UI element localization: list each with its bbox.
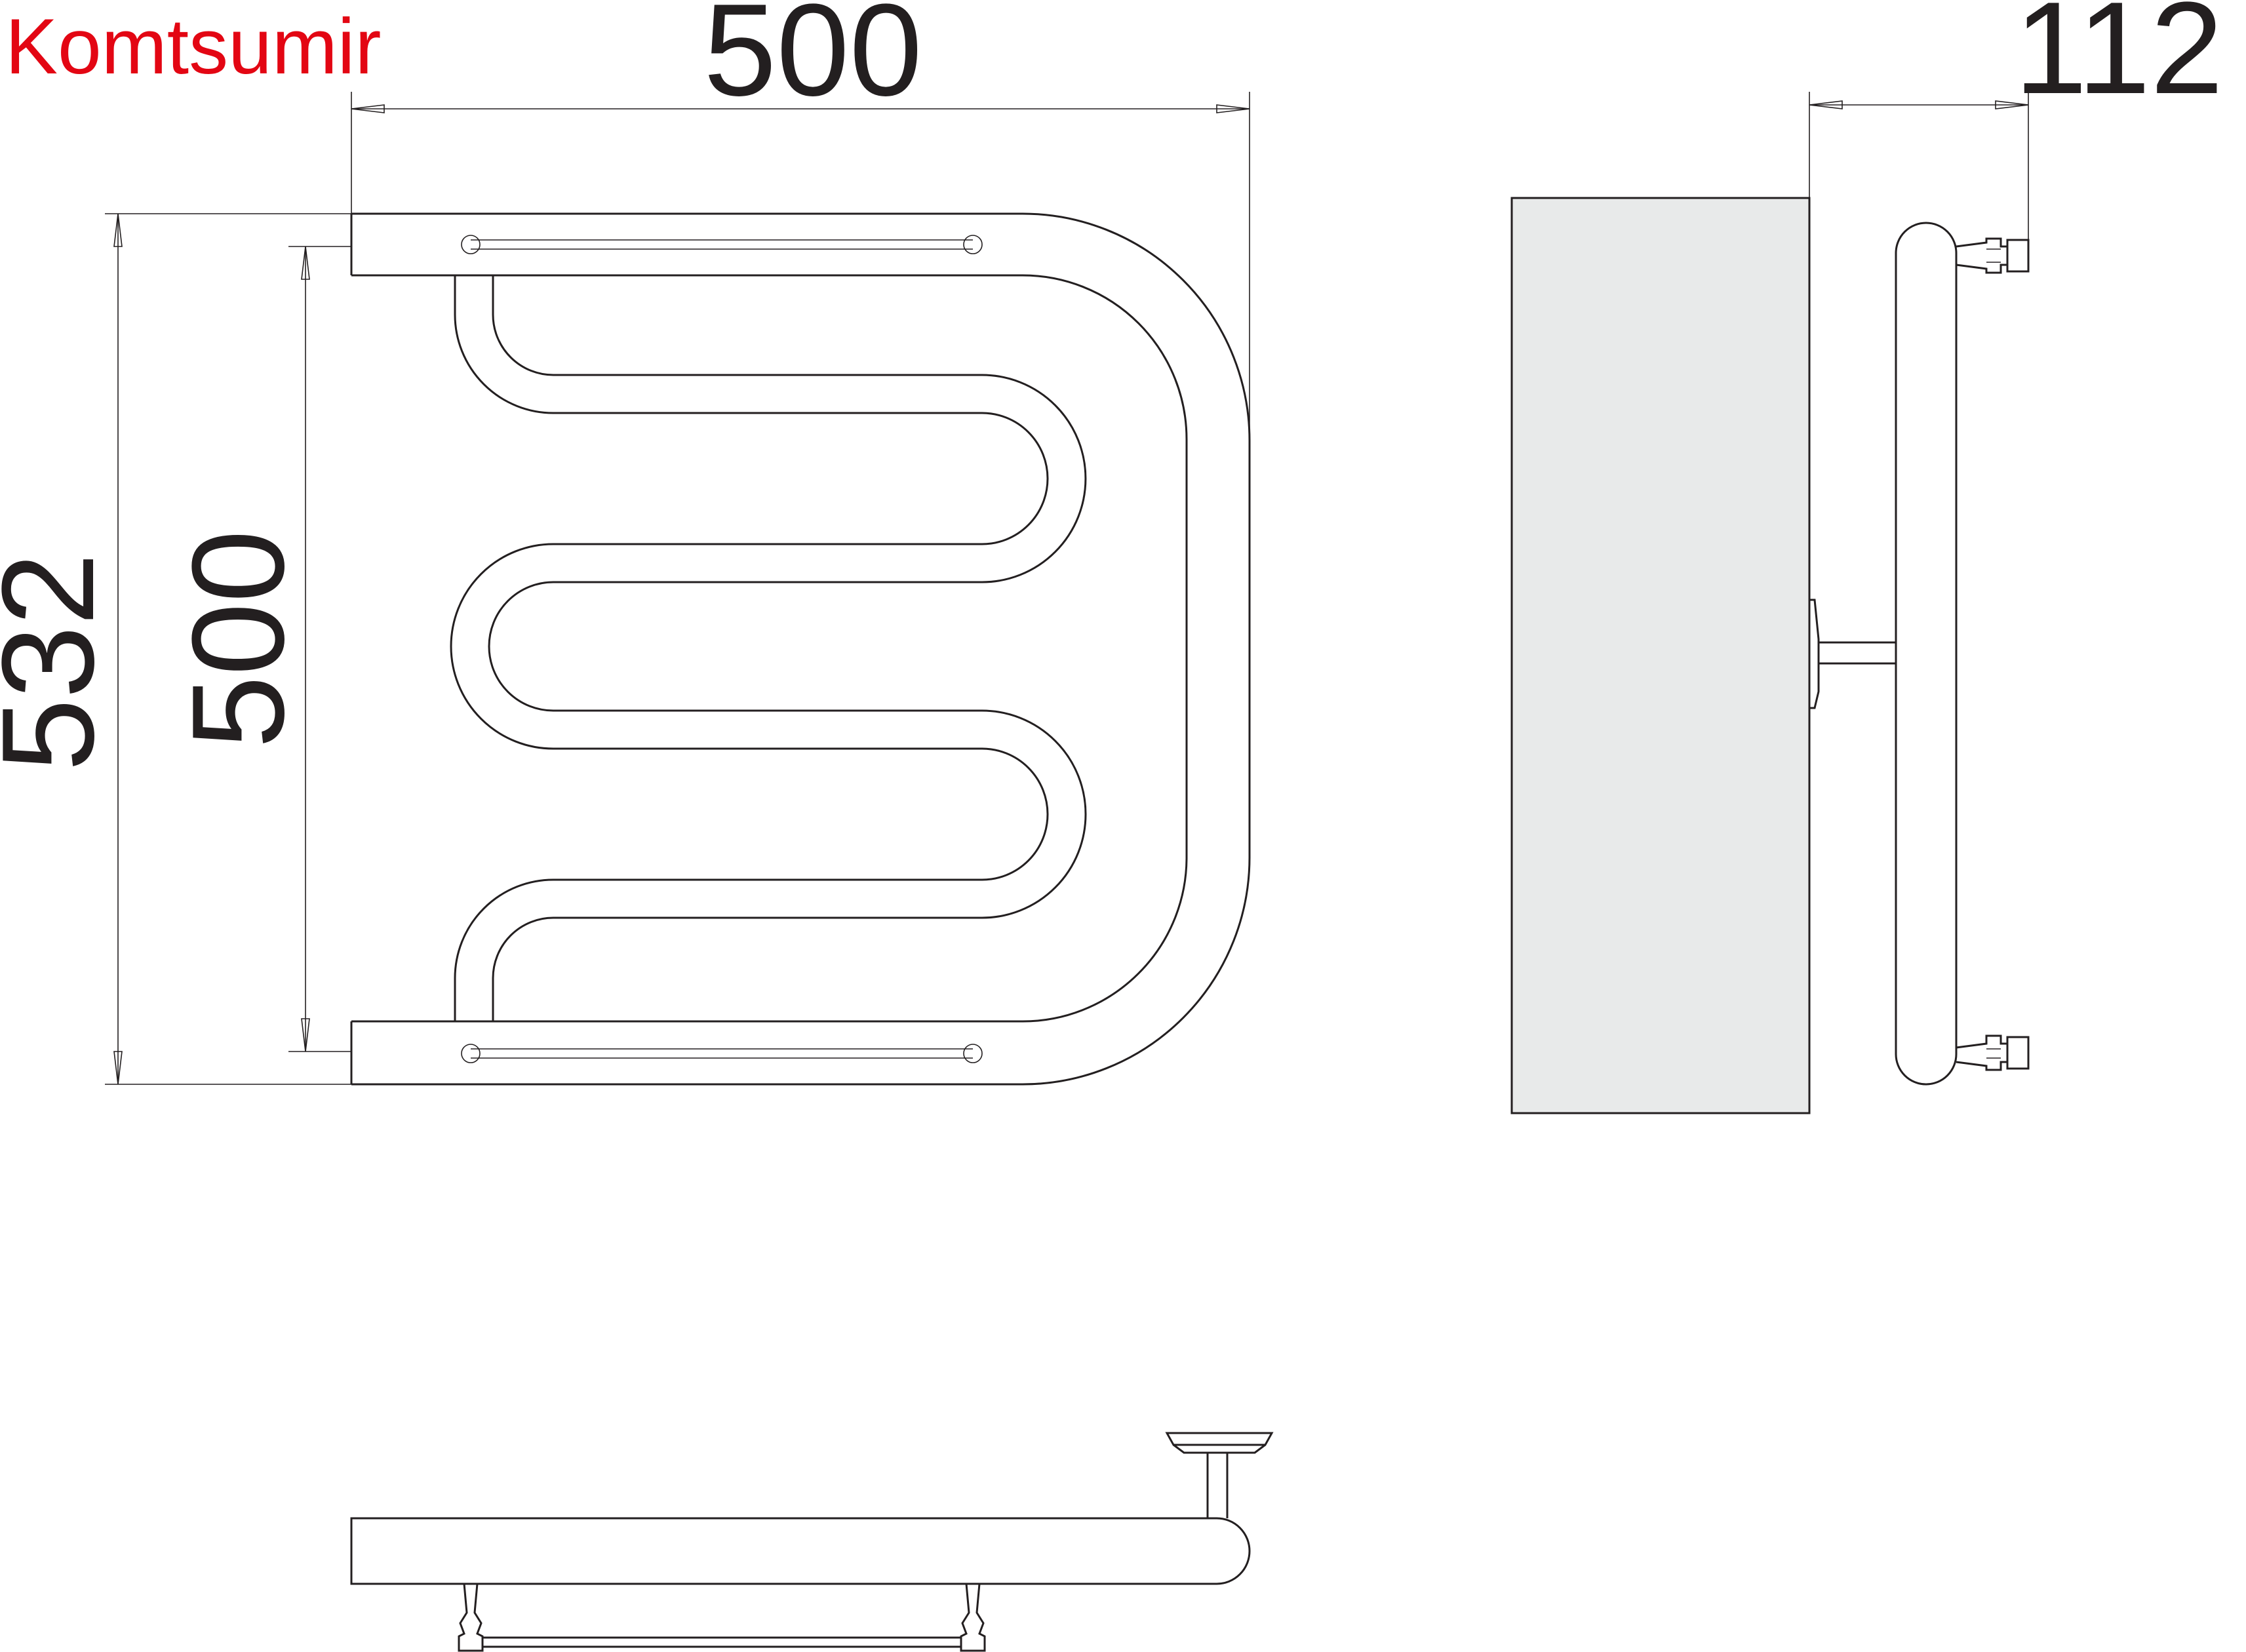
top-view-wall-flange: [1165, 1432, 1274, 1518]
side-tube: [1895, 222, 1958, 1086]
center-distance-dimension: 500: [165, 246, 351, 1052]
top-view: [350, 1432, 1274, 1652]
wall-offset-dimension: 112: [1809, 0, 2223, 243]
bottom-bar: [350, 857, 1251, 1086]
bottom-fitting: [1956, 1034, 2030, 1071]
width-dimension-label: 500: [703, 0, 922, 123]
overall-height-label: 532: [0, 553, 121, 772]
front-view: 500 532 500: [0, 0, 1251, 1086]
overall-height-dimension: 532: [0, 213, 351, 1085]
coil-outer: [450, 275, 1049, 1021]
wall-panel: [1510, 197, 1811, 1114]
top-fitting: [1956, 237, 2030, 274]
top-bar: [350, 212, 1251, 441]
wall-bracket: [1809, 599, 1896, 709]
side-view: 112: [1510, 0, 2223, 1114]
top-view-tube: [350, 1517, 1251, 1585]
center-distance-label: 500: [165, 530, 311, 749]
width-dimension: 500: [351, 0, 1250, 511]
brand-logo-text: Komtsumir: [5, 3, 381, 90]
wall-offset-label: 112: [2015, 0, 2224, 121]
coil-inner: [488, 275, 1087, 1021]
top-view-shelf-rod: [458, 1583, 986, 1652]
